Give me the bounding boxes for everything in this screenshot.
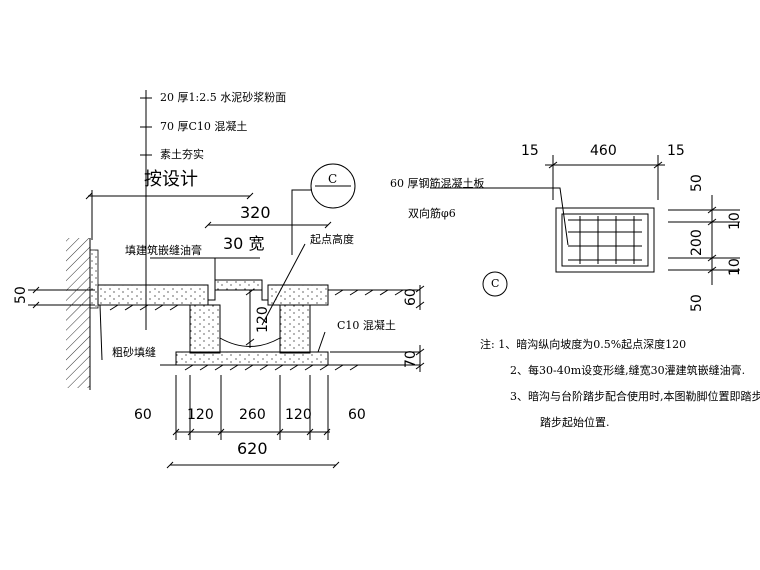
design-label: 按设计 <box>144 169 198 190</box>
channel-wall-right <box>280 305 310 353</box>
dim-bottom-60-left: 60 <box>134 407 152 423</box>
note-4: 踏步起始位置. <box>540 416 610 429</box>
section-marker <box>311 164 355 208</box>
dim-bottom-60-right: 60 <box>348 407 366 423</box>
sealant-label: 填建筑嵌缝油膏 <box>125 244 202 257</box>
channel-wall-left <box>190 305 220 353</box>
dim-cover: 60 <box>403 288 419 306</box>
rebar-dia: φ6 <box>441 207 456 220</box>
slab-dim-right: 15 <box>667 143 685 159</box>
plan-marker <box>483 272 507 296</box>
note-2: 2、每30-40m设变形缝,缝宽30灌建筑嵌缝油膏. <box>510 364 746 377</box>
base-slab <box>176 352 328 365</box>
dim-channel-depth: 120 <box>255 306 271 333</box>
dim-left-height: 50 <box>13 286 29 304</box>
dim-base: 70 <box>403 350 419 368</box>
rebar-text: 双向筋 <box>408 207 441 220</box>
rebar-label: 双向筋φ6 <box>408 208 456 219</box>
slab-dim-bottom: 50 <box>689 294 705 312</box>
note-3: 3、暗沟与台阶踏步配合使用时,本图勒脚位置即踏步 <box>510 390 760 403</box>
dim-bottom-120-right: 120 <box>285 407 312 423</box>
slab-dim-mid: 200 <box>689 229 705 256</box>
start-height-label: 起点高度 <box>310 233 354 246</box>
dim-bottom-260: 260 <box>239 407 266 423</box>
slab-dim-left: 15 <box>521 143 539 159</box>
layer3-label: 素土夯实 <box>160 148 204 161</box>
wall-hatch <box>66 238 90 388</box>
dim-top-width: 320 <box>240 203 271 222</box>
dim-gap-width: 30 宽 <box>223 234 265 253</box>
sealant-joint <box>90 250 98 308</box>
plan-symbol: C <box>491 277 500 290</box>
c10-label: C10 混凝土 <box>337 319 396 332</box>
layer2-label: 70 厚C10 混凝土 <box>160 120 248 133</box>
slab-dim-r1: 10 <box>727 212 743 230</box>
section-symbol: C <box>328 172 338 186</box>
cover-slab-left <box>98 285 208 305</box>
note-1: 注: 1、暗沟纵向坡度为0.5%起点深度120 <box>480 338 687 351</box>
cover-slab-right <box>268 285 328 305</box>
slab-dim-r2: 10 <box>727 258 743 276</box>
slab-outline <box>556 208 654 272</box>
layer1-label: 20 厚1:2.5 水泥砂浆粉面 <box>160 91 287 104</box>
dim-bottom-120-left: 120 <box>187 407 214 423</box>
sand-fill-label: 粗砂填缝 <box>112 346 156 359</box>
slab-label: 60 厚钢筋混凝土板 <box>390 177 485 190</box>
slab-dim-width: 460 <box>590 143 617 159</box>
dim-total-width: 620 <box>237 439 268 458</box>
slab-dim-top: 50 <box>689 174 705 192</box>
